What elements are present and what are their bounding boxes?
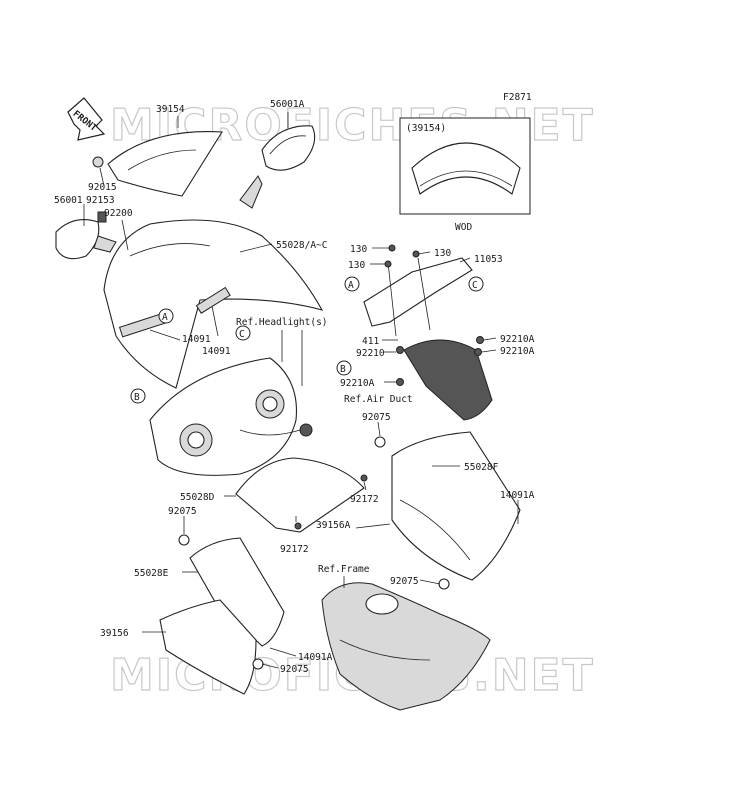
label-92075-b: 92075: [168, 506, 197, 517]
label-39156: 39156: [100, 628, 129, 639]
label-14091-a: 14091: [182, 334, 211, 345]
bolt-92210: [396, 346, 404, 354]
front-arrow-icon: FRONT: [67, 97, 106, 141]
frame: [321, 582, 491, 711]
ref-headlight-label: Ref.Headlight(s): [236, 317, 328, 328]
leader-lines: [83, 112, 519, 669]
label-55028F: 55028F: [464, 462, 499, 473]
label-130-a: 130: [350, 244, 367, 255]
label-11053: 11053: [474, 254, 503, 265]
label-130-c: 130: [434, 248, 451, 259]
inset-variant-label: WOD: [455, 222, 472, 233]
ref-circle-c-top: C: [468, 276, 484, 292]
headlight-assembly: [149, 357, 313, 476]
label-92210A-c: 92210A: [340, 378, 375, 389]
svg-text:B: B: [134, 392, 140, 403]
svg-text:A: A: [162, 312, 168, 323]
ref-frame-label: Ref.Frame: [318, 564, 370, 575]
ref-circle-b-left: B: [130, 388, 146, 404]
label-92172-a: 92172: [350, 494, 379, 505]
mirror-left: [55, 219, 117, 260]
label-55028D: 55028D: [180, 492, 215, 503]
windshield: [107, 131, 223, 197]
nut-92075-a: [374, 436, 386, 448]
lower-panel-39156: [159, 599, 257, 695]
upper-cowl: [103, 219, 324, 389]
label-92153: 92153: [86, 195, 115, 206]
ref-air-duct-label: Ref.Air Duct: [344, 394, 413, 405]
bolt-92210A-b: [474, 348, 482, 356]
svg-text:C: C: [239, 329, 245, 340]
label-92210A-b: 92210A: [500, 346, 535, 357]
label-130-b: 130: [348, 260, 365, 271]
label-411: 411: [362, 336, 379, 347]
label-92015: 92015: [88, 182, 117, 193]
bolt-92015: [92, 156, 104, 168]
ref-circle-c-mid: C: [235, 325, 251, 341]
inner-panel-55028D: [235, 457, 365, 533]
bolt-92210A-a: [476, 336, 484, 344]
svg-text:B: B: [340, 364, 346, 375]
label-92210A-a: 92210A: [500, 334, 535, 345]
bolt-92172-b: [294, 522, 302, 530]
label-92200: 92200: [104, 208, 133, 219]
label-92172-b: 92172: [280, 544, 309, 555]
bracket-11053: [363, 257, 473, 337]
svg-text:A: A: [348, 280, 354, 291]
nut-92075-c: [438, 578, 450, 590]
nut-92075-b: [178, 534, 190, 546]
label-92075-c: 92075: [390, 576, 419, 587]
label-55028AC: 55028/A~C: [276, 240, 327, 251]
label-56001: 56001: [54, 195, 83, 206]
bolt-92172-a: [360, 474, 368, 482]
label-92075-a: 92075: [362, 412, 391, 423]
inset-box: (39154) WOD: [399, 117, 531, 233]
side-panel-55028F: [391, 431, 521, 581]
label-14091A-b: 14091A: [298, 652, 333, 663]
label-92210: 92210: [356, 348, 385, 359]
nut-92075-d: [252, 658, 264, 670]
ref-circle-a-lower: A: [158, 308, 174, 324]
ref-circle-a-upper: A: [344, 276, 360, 292]
label-39156A: 39156A: [316, 520, 351, 531]
inset-windshield: [411, 142, 521, 195]
label-55028E: 55028E: [134, 568, 169, 579]
mirror-right: [239, 125, 316, 209]
label-92075-d: 92075: [280, 664, 309, 675]
label-56001A: 56001A: [270, 99, 305, 110]
ref-circle-b-right: B: [336, 360, 352, 376]
label-14091A-a: 14091A: [500, 490, 535, 501]
lower-panel-55028E: [189, 537, 285, 647]
label-14091-b: 14091: [202, 346, 231, 357]
label-39154: 39154: [156, 104, 185, 115]
svg-text:C: C: [472, 280, 478, 291]
figure-code: F2871: [503, 92, 532, 103]
bolt-92210A-c: [396, 378, 404, 386]
bolt-92153: [97, 211, 107, 223]
inset-part-label: (39154): [406, 123, 446, 134]
air-duct: [403, 339, 493, 421]
decal-14091-right: [195, 286, 231, 314]
